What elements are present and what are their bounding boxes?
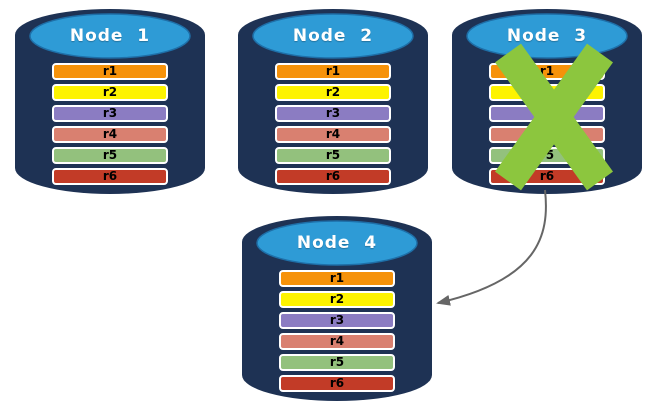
replica-bar-r4: r4 [275, 126, 391, 143]
replica-bar-r5: r5 [275, 147, 391, 164]
replica-bar-r1: r1 [489, 63, 605, 80]
node-1: Node 1 r1 r2 r3 r4 r5 r6 [15, 9, 205, 195]
redistribution-arrow [420, 184, 580, 319]
replica-list: r1 r2 r3 r4 r5 r6 [52, 63, 168, 189]
replica-bar-r3: r3 [52, 105, 168, 122]
replica-list: r1 r2 r3 r4 r5 r6 [279, 270, 395, 396]
replica-bar-r2: r2 [279, 291, 395, 308]
replica-list: r1 r2 r3 r4 r5 r6 [489, 63, 605, 189]
node-title: Node 3 [506, 26, 588, 46]
replica-bar-r3: r3 [279, 312, 395, 329]
replica-bar-r2: r2 [275, 84, 391, 101]
replica-bar-r3: r3 [489, 105, 605, 122]
cylinder-top [29, 13, 191, 59]
replica-bar-r5: r5 [489, 147, 605, 164]
arrow-curve [436, 189, 547, 306]
replica-bar-r1: r1 [52, 63, 168, 80]
replica-bar-r3: r3 [275, 105, 391, 122]
node-2: Node 2 r1 r2 r3 r4 r5 r6 [238, 9, 428, 195]
replica-bar-r6: r6 [275, 168, 391, 185]
replica-bar-r6: r6 [489, 168, 605, 185]
node-4: Node 4 r1 r2 r3 r4 r5 r6 [242, 216, 432, 402]
cylinder-top [252, 13, 414, 59]
replica-bar-r5: r5 [52, 147, 168, 164]
replica-bar-r4: r4 [489, 126, 605, 143]
replica-bar-r6: r6 [279, 375, 395, 392]
replica-bar-r1: r1 [279, 270, 395, 287]
node-title: Node 1 [69, 26, 151, 46]
node-3: Node 3 r1 r2 r3 r4 r5 r6 [452, 9, 642, 195]
replica-bar-r4: r4 [52, 126, 168, 143]
replica-bar-r2: r2 [52, 84, 168, 101]
node-title: Node 4 [296, 233, 378, 253]
cylinder-top [256, 220, 418, 266]
replica-bar-r4: r4 [279, 333, 395, 350]
replica-bar-r5: r5 [279, 354, 395, 371]
replica-list: r1 r2 r3 r4 r5 r6 [275, 63, 391, 189]
replica-bar-r1: r1 [275, 63, 391, 80]
replica-bar-r2: r2 [489, 84, 605, 101]
node-title: Node 2 [292, 26, 374, 46]
replica-bar-r6: r6 [52, 168, 168, 185]
